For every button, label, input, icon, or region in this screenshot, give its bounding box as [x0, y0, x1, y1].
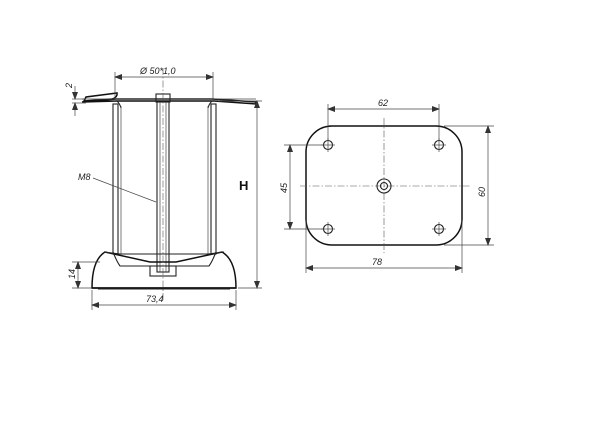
diameter-label: Ø 50*1,0 — [139, 66, 176, 76]
hole-bottom-left — [321, 222, 335, 236]
base-width-label: 73,4 — [146, 294, 164, 304]
plate-thickness-dimension: 2 — [64, 83, 86, 116]
side-view: Ø 50*1,0 2 M8 H 14 — [64, 66, 262, 310]
foot-base-section — [91, 251, 237, 290]
height-label: H — [239, 178, 248, 193]
plate-width-label: 78 — [372, 257, 382, 267]
hole-spacing-y-label: 45 — [279, 182, 289, 193]
hole-top-right — [432, 138, 446, 152]
height-dimension: H — [218, 100, 262, 289]
diameter-dimension: Ø 50*1,0 — [114, 66, 214, 100]
plate-height-dimension: 60 — [444, 125, 494, 246]
base-height-label: 14 — [67, 269, 77, 279]
thread-label: M8 — [78, 172, 91, 182]
mounting-holes — [321, 138, 446, 236]
plate-thickness-label: 2 — [64, 83, 74, 89]
hole-spacing-y-dimension: 45 — [279, 144, 323, 230]
tube-section — [112, 103, 217, 255]
center-stud — [376, 178, 392, 194]
hole-spacing-x-dimension: 62 — [327, 98, 440, 140]
plate-width-dimension: 78 — [305, 220, 463, 273]
top-view: 62 45 78 60 — [279, 98, 494, 273]
hole-bottom-right — [432, 222, 446, 236]
thread-callout: M8 — [78, 172, 157, 203]
base-height-dimension: 14 — [67, 261, 100, 289]
hole-spacing-x-label: 62 — [378, 98, 388, 108]
base-width-dimension: 73,4 — [91, 290, 237, 310]
plate-height-label: 60 — [477, 187, 487, 197]
hole-top-left — [321, 138, 335, 152]
